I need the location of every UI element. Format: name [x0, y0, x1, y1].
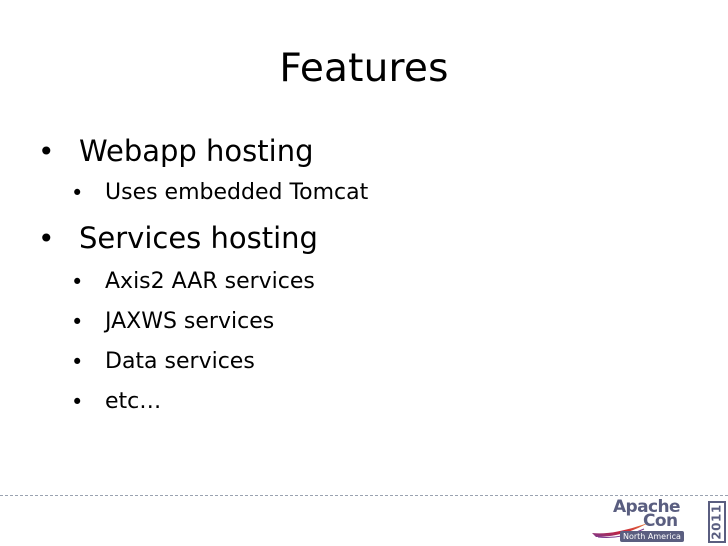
- bullet-dot: •: [71, 269, 84, 294]
- bullet-text: Axis2 AAR services: [105, 269, 315, 294]
- bullet-text: Data services: [105, 349, 255, 374]
- bullet-text: etc…: [105, 389, 162, 414]
- bullet-text: JAXWS services: [105, 309, 275, 334]
- bullet-dot: •: [71, 389, 84, 414]
- apachecon-logo: Apache Con North America 2011: [590, 497, 728, 546]
- bullet-text: Services hosting: [79, 221, 318, 255]
- sub-bullet-item: • etc…: [71, 389, 161, 414]
- sub-bullet-item: • Data services: [71, 349, 255, 374]
- bullet-item: • Services hosting: [38, 221, 318, 255]
- logo-year-box: 2011: [708, 501, 726, 543]
- bullet-dot: •: [71, 180, 84, 205]
- sub-bullet-item: • JAXWS services: [71, 309, 274, 334]
- slide-title: Features: [279, 46, 449, 91]
- bullet-dot: •: [71, 349, 84, 374]
- sub-bullet-item: • Uses embedded Tomcat: [71, 180, 368, 205]
- logo-year: 2011: [710, 504, 724, 540]
- logo-text-con: Con: [643, 511, 678, 531]
- logo-text-apache: Apache: [613, 497, 681, 517]
- footer-divider: [0, 495, 728, 496]
- logo-subtitle: North America: [620, 531, 684, 542]
- bullet-text: Uses embedded Tomcat: [105, 180, 369, 205]
- bullet-dot: •: [38, 134, 55, 168]
- bullet-item: • Webapp hosting: [38, 134, 313, 168]
- sub-bullet-item: • Axis2 AAR services: [71, 269, 315, 294]
- bullet-text: Webapp hosting: [79, 134, 314, 168]
- bullet-dot: •: [71, 309, 84, 334]
- bullet-dot: •: [38, 221, 55, 255]
